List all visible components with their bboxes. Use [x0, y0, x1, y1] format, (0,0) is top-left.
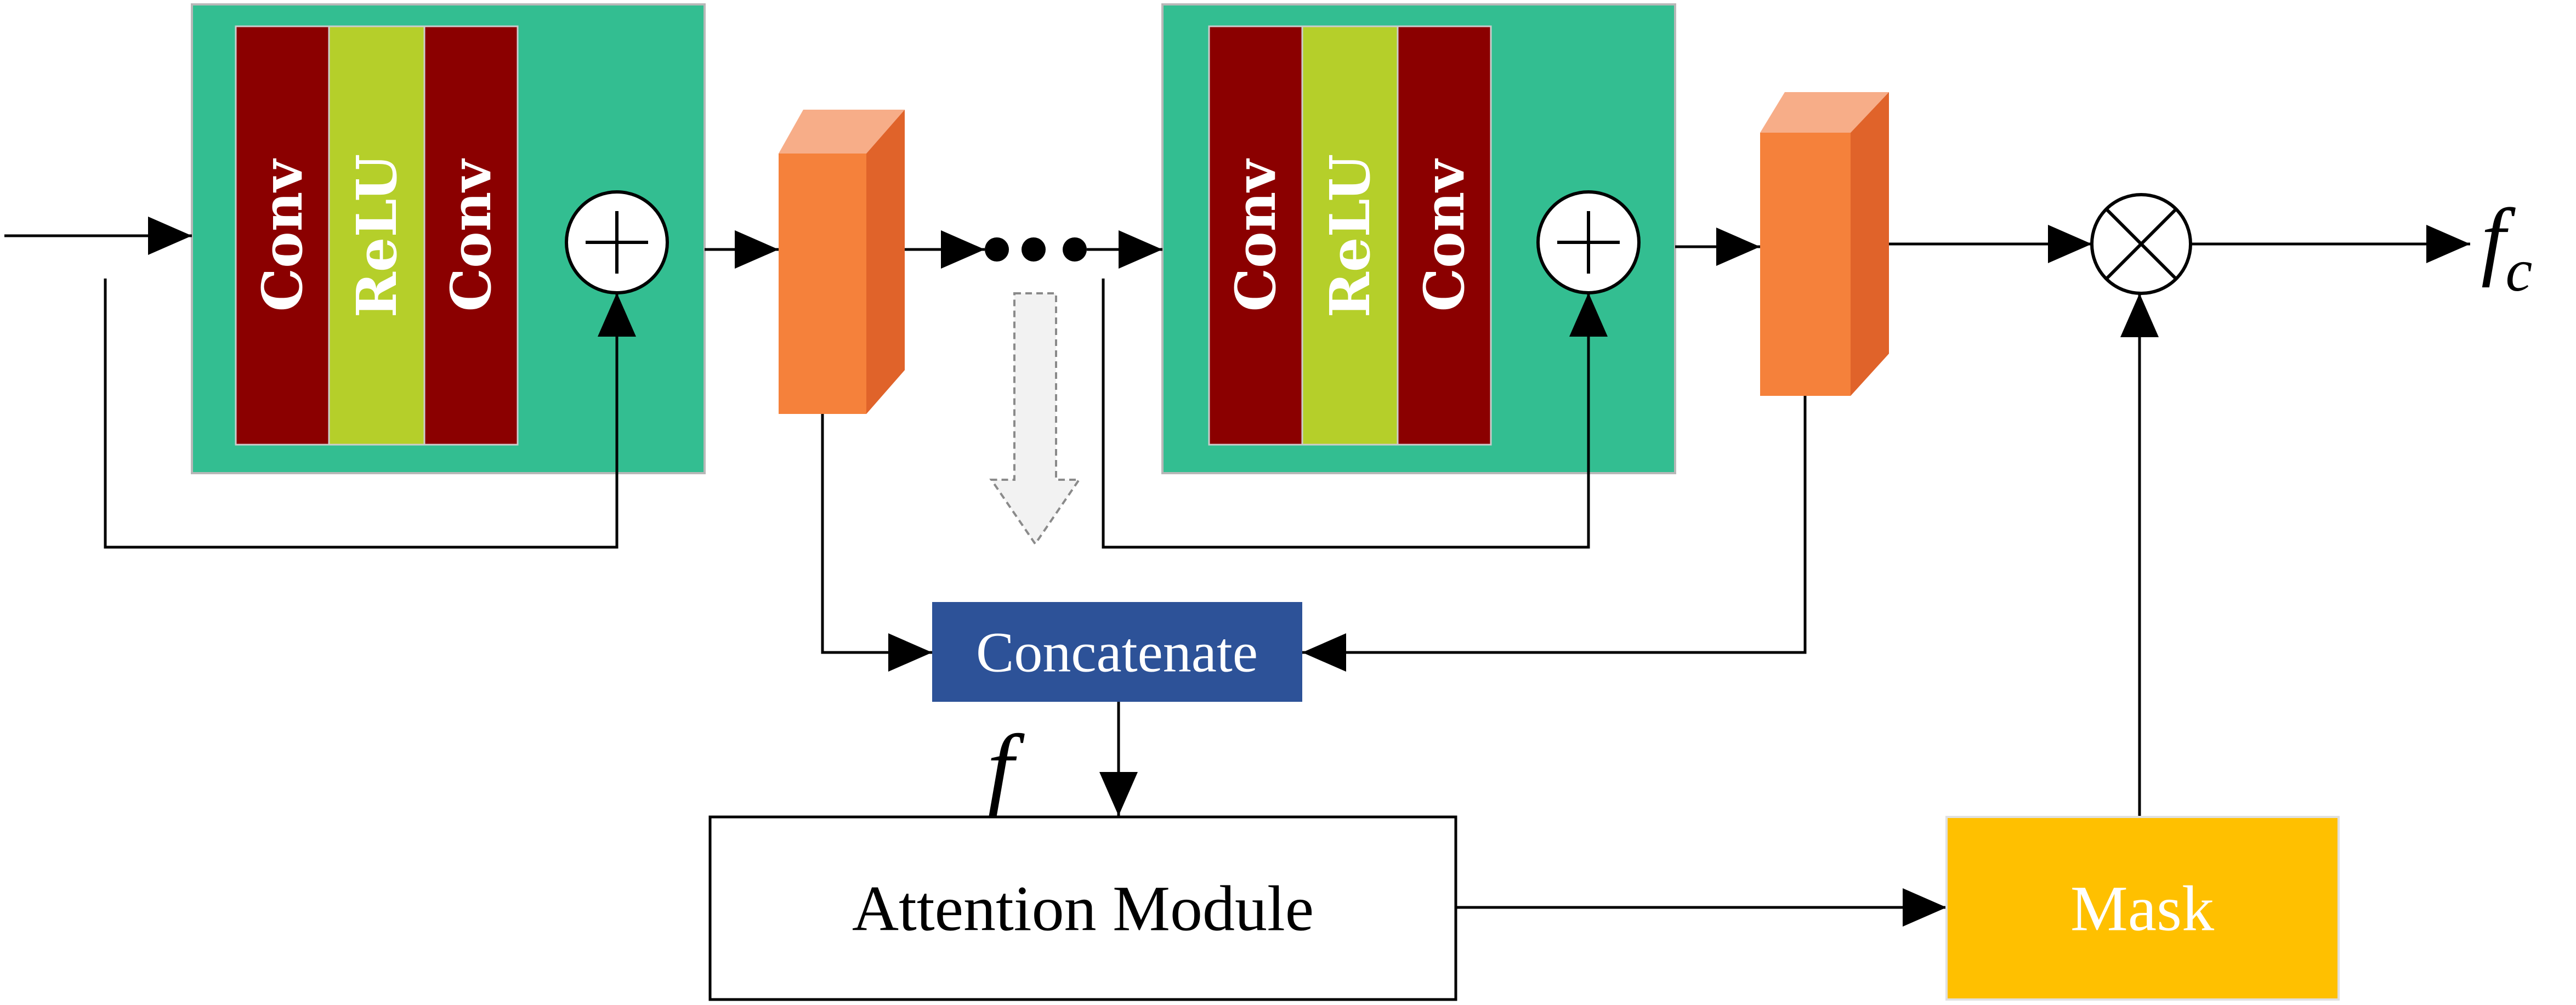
concatenate-label: Concatenate: [976, 621, 1258, 684]
conv-label: Conv: [439, 158, 503, 312]
arrow-cube2-to-concatenate: [1302, 396, 1807, 672]
residual-block-2: Conv ReLU Conv: [1161, 3, 1676, 474]
add-operator-2: [1536, 190, 1641, 294]
add-operator-1: [565, 190, 669, 294]
relu-label: ReLU: [344, 154, 409, 318]
mask-label: Mask: [2070, 873, 2214, 945]
conv-layer-2b: [1397, 25, 1492, 446]
skip-connection-2: [1102, 279, 1608, 549]
output-label-sub: c: [2505, 237, 2532, 304]
residual-block-1: Conv ReLU Conv: [191, 3, 706, 474]
relu-layer-2: [1301, 25, 1399, 446]
arrow-cube1-to-concatenate: [821, 414, 932, 672]
feature-map-cube-2: [1760, 92, 1889, 396]
feature-label: f: [987, 715, 1025, 821]
dashed-down-arrow: [989, 292, 1081, 546]
concatenate-box: Concatenate: [932, 602, 1302, 702]
ellipsis-dots: [985, 237, 1087, 262]
conv-layer-1a: [235, 25, 330, 446]
conv-label: Conv: [1223, 158, 1288, 312]
output-label: fc: [2481, 190, 2532, 304]
conv-layer-2a: [1208, 25, 1303, 446]
attention-module-box: Attention Module: [708, 815, 1457, 1001]
skip-connection-1: [104, 279, 636, 549]
feature-map-cube-1: [779, 110, 905, 414]
connectors: [4, 217, 2470, 927]
conv-label: Conv: [250, 158, 315, 312]
relu-label: ReLU: [1318, 154, 1382, 318]
relu-layer-1: [328, 25, 425, 446]
conv-label: Conv: [1412, 158, 1477, 312]
mask-box: Mask: [1945, 816, 2340, 1001]
multiply-operator: [2090, 193, 2192, 295]
conv-layer-1b: [423, 25, 519, 446]
attention-module-label: Attention Module: [852, 873, 1314, 945]
